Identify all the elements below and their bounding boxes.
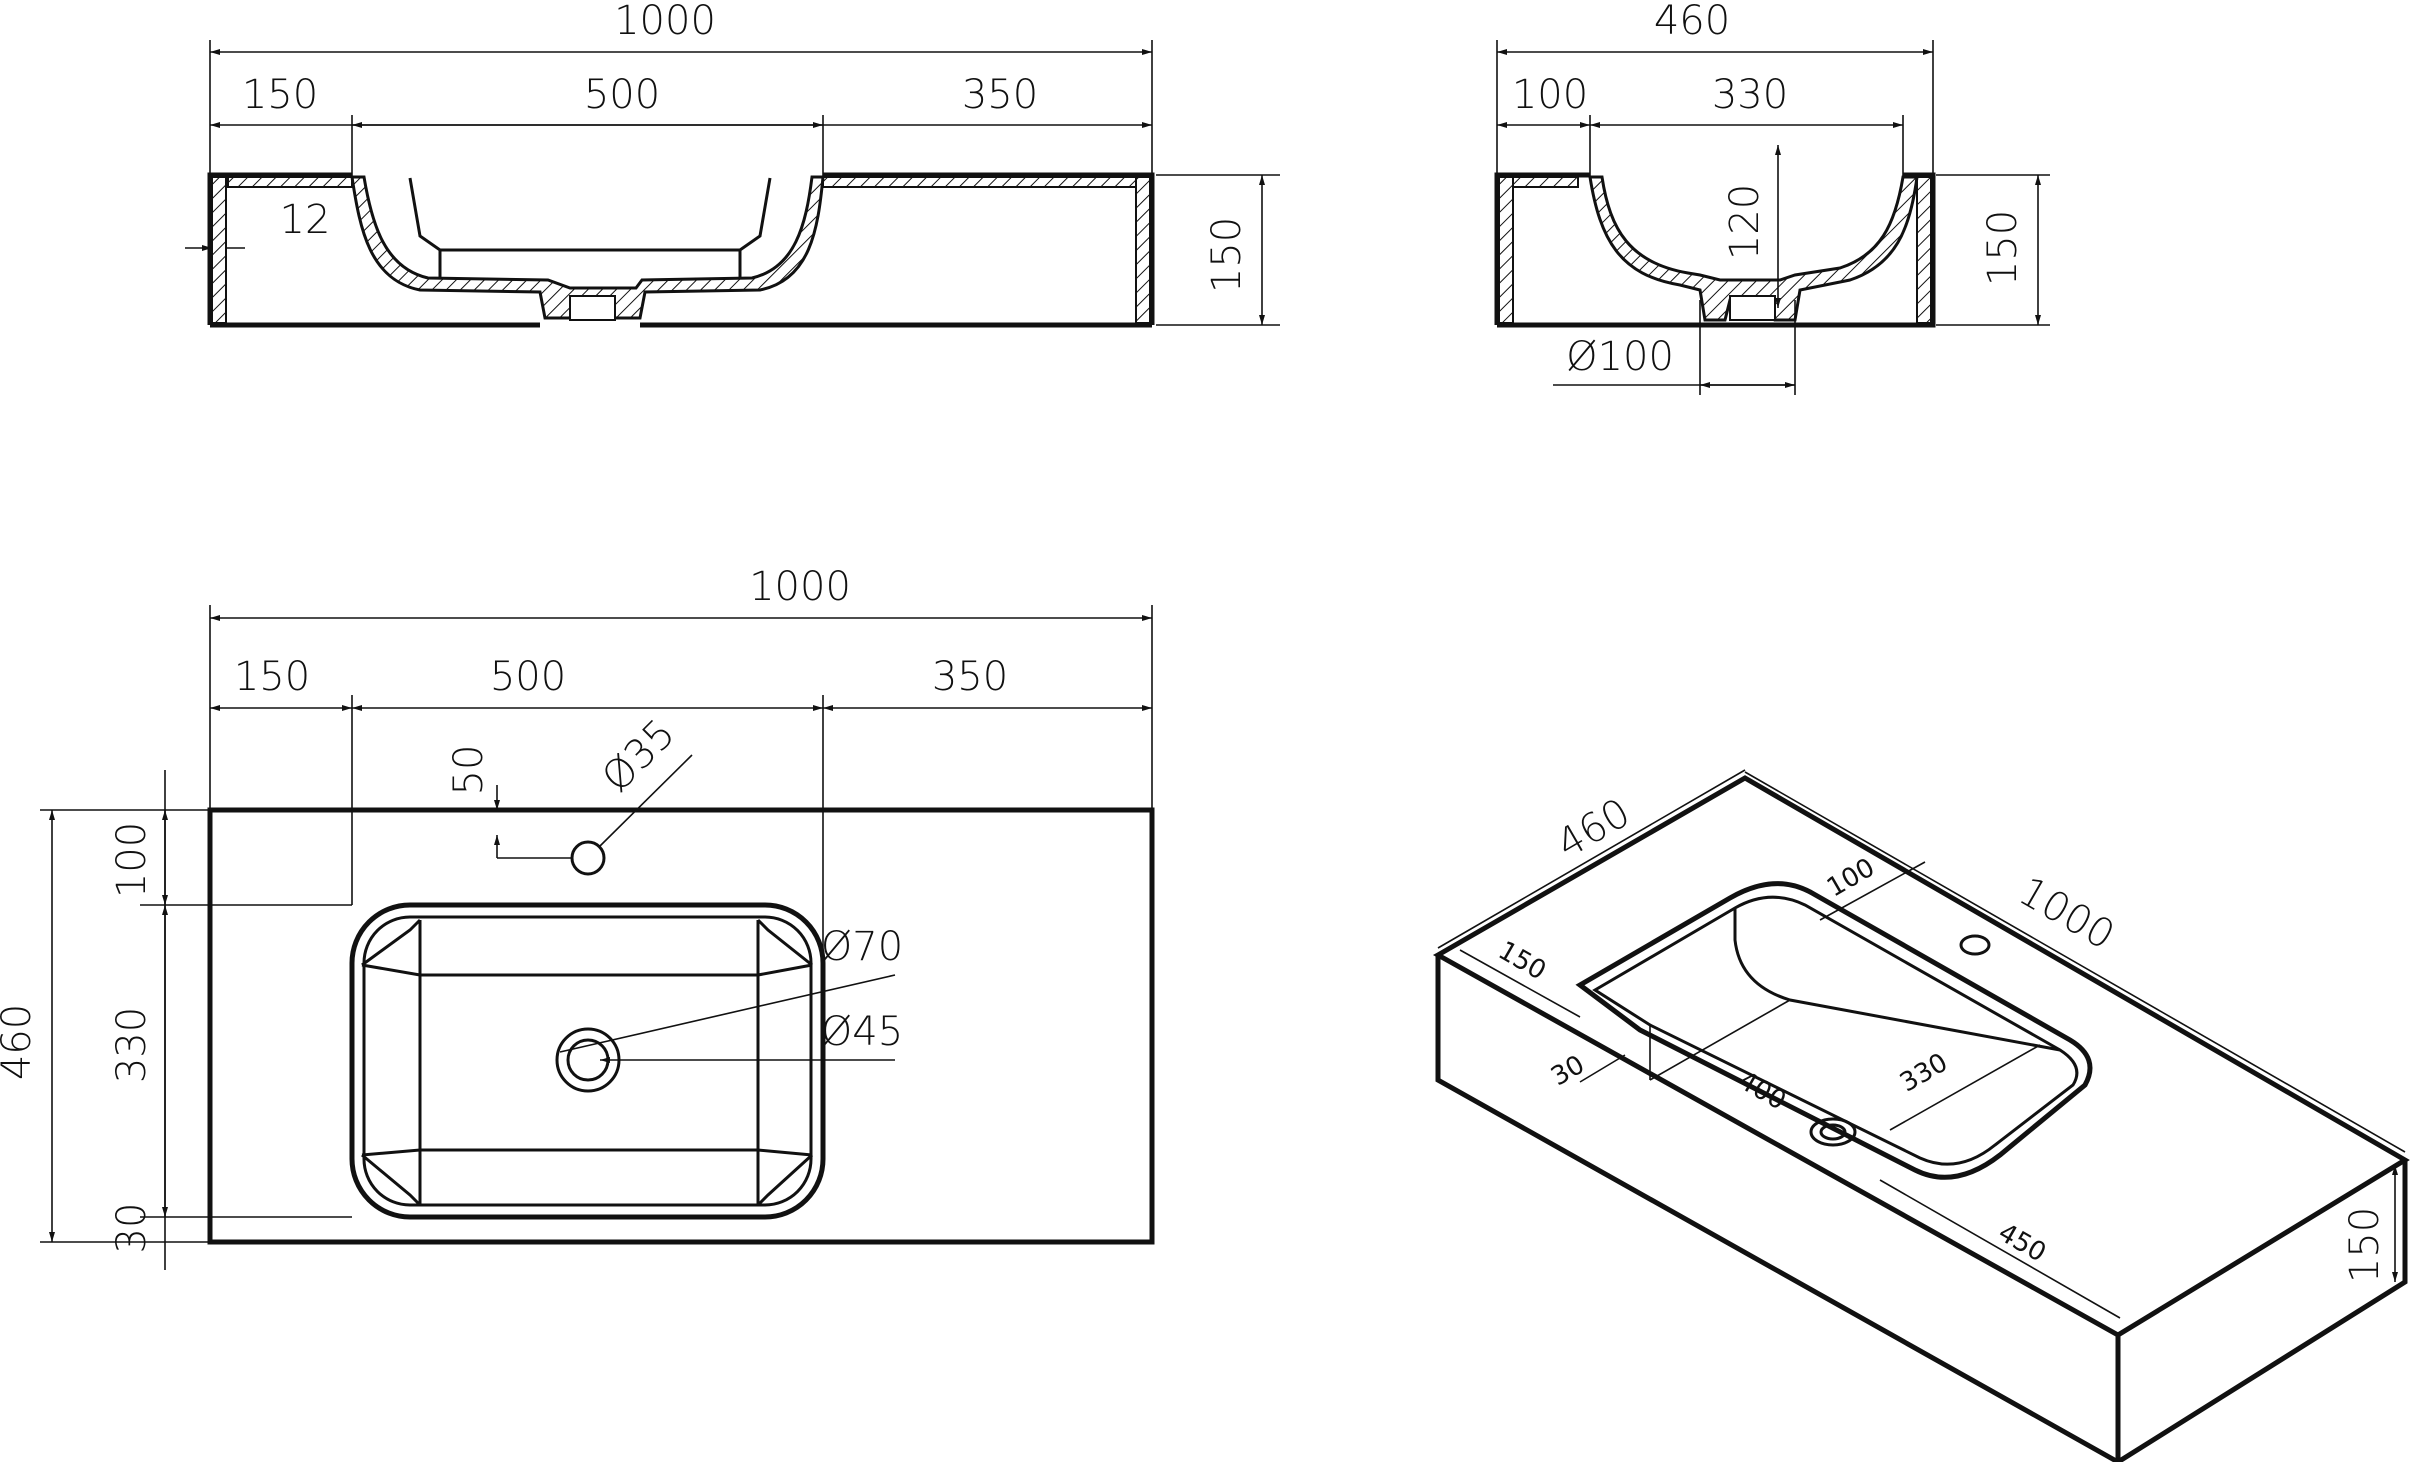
side-drain-diameter: Ø100 [1566, 334, 1674, 380]
side-body-outline [1494, 172, 1936, 328]
front-basin-width: 500 [584, 72, 660, 118]
side-basin-section [1588, 175, 1919, 322]
side-overall-depth: 460 [1654, 0, 1730, 44]
top-overall-depth: 460 [0, 1004, 40, 1080]
top-right-segment: 350 [932, 654, 1008, 700]
top-basin-outline [349, 902, 826, 1220]
iso-depth: 460 [1549, 790, 1638, 868]
side-front-segment: 100 [1512, 72, 1588, 118]
side-basin-depth: 330 [1712, 72, 1788, 118]
iso-basin-depth: 330 [1895, 1048, 1953, 1099]
front-left-wall-hatch [211, 176, 227, 324]
iso-back-segment: 30 [1546, 1050, 1590, 1093]
top-tap-offset: 50 [446, 745, 492, 796]
iso-view: 460 1000 150 100 30 400 330 450 150 [1432, 769, 2410, 1462]
top-tap-diameter: Ø35 [593, 710, 684, 801]
top-body-outline [207, 807, 1155, 1245]
top-drain-inner-dim: Ø45 [821, 1009, 903, 1055]
iso-drain-outer [1809, 1117, 1857, 1147]
iso-width: 1000 [2011, 868, 2122, 959]
iso-front-segment: 100 [1822, 853, 1880, 904]
front-basin-section [350, 175, 825, 320]
iso-left-segment: 150 [1493, 936, 1551, 987]
front-right-segment: 350 [962, 72, 1038, 118]
top-drain-outer-dim: Ø70 [821, 924, 903, 970]
top-left-segment: 150 [234, 654, 310, 700]
top-view: 1000 150 500 350 50 Ø35 Ø70 Ø45 [0, 564, 1155, 1270]
top-front-segment: 100 [109, 822, 155, 898]
front-left-segment: 150 [242, 72, 318, 118]
iso-right-face [2116, 1160, 2408, 1462]
side-basin-height: 120 [1722, 184, 1768, 260]
top-overall-width: 1000 [749, 564, 851, 610]
iso-basin-outline [1575, 881, 2093, 1180]
side-view: 460 100 330 120 150 Ø100 [1494, 0, 2050, 395]
side-height: 150 [1980, 210, 2026, 286]
front-wall-thickness: 12 [280, 197, 331, 243]
front-overall-width: 1000 [614, 0, 716, 44]
front-body-outline [207, 172, 1155, 325]
top-back-segment: 30 [109, 1203, 155, 1254]
top-basin-width: 500 [490, 654, 566, 700]
iso-drain-inner [1819, 1123, 1847, 1141]
front-view: 1000 150 500 350 12 150 [185, 0, 1280, 328]
front-right-wall-hatch [1135, 176, 1151, 324]
iso-tap-hole [1959, 934, 1991, 956]
iso-height: 150 [2342, 1207, 2388, 1283]
iso-basin-length: 400 [1733, 1066, 1791, 1117]
front-height: 150 [1204, 217, 1250, 293]
iso-front-face [1435, 955, 2121, 1462]
top-basin-depth: 330 [109, 1007, 155, 1083]
top-tap-hole [570, 840, 606, 876]
